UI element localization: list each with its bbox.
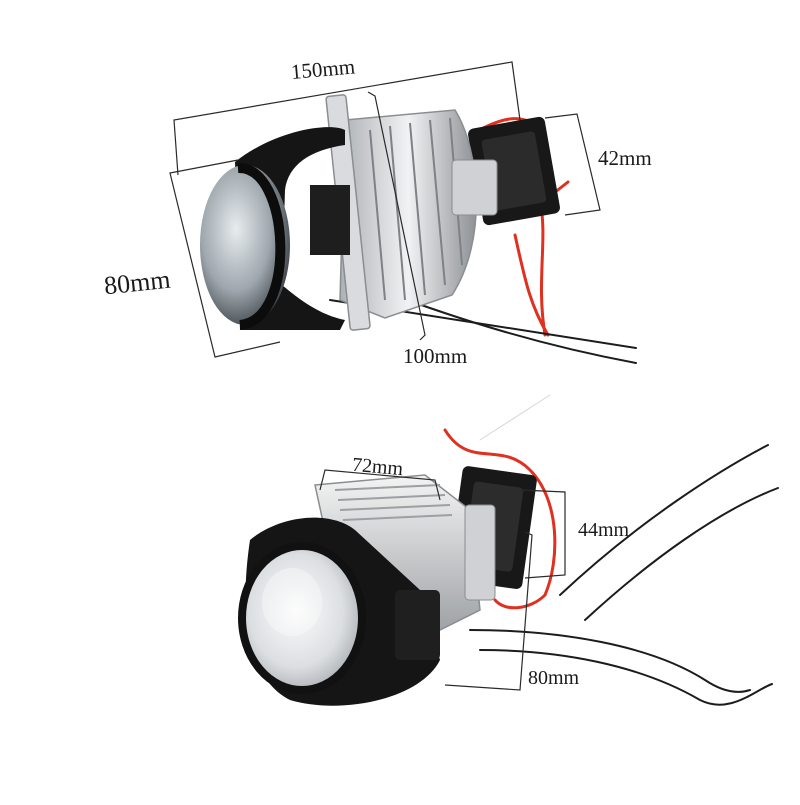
bottom-dimension-lines	[319, 469, 566, 691]
bottom-lens-highlight	[262, 568, 322, 636]
top-heatsink	[325, 94, 498, 331]
dimension-label-42mm: 42mm	[598, 146, 652, 170]
bottom-solenoid	[395, 590, 440, 660]
dimension-label-100mm: 100mm	[403, 344, 468, 368]
bottom-lens	[238, 542, 366, 694]
dimension-label-44mm: 44mm	[578, 519, 630, 541]
top-module	[169, 61, 637, 364]
bottom-wires	[443, 394, 779, 706]
dimension-label-72mm: 72mm	[351, 453, 405, 481]
top-lens-ring	[237, 162, 286, 330]
top-solenoid	[310, 185, 350, 255]
top-lens	[200, 165, 290, 325]
top-dimension-lines	[169, 61, 601, 358]
dimension-label-80mm-bottom: 80mm	[528, 667, 580, 689]
bottom-module	[238, 394, 779, 706]
